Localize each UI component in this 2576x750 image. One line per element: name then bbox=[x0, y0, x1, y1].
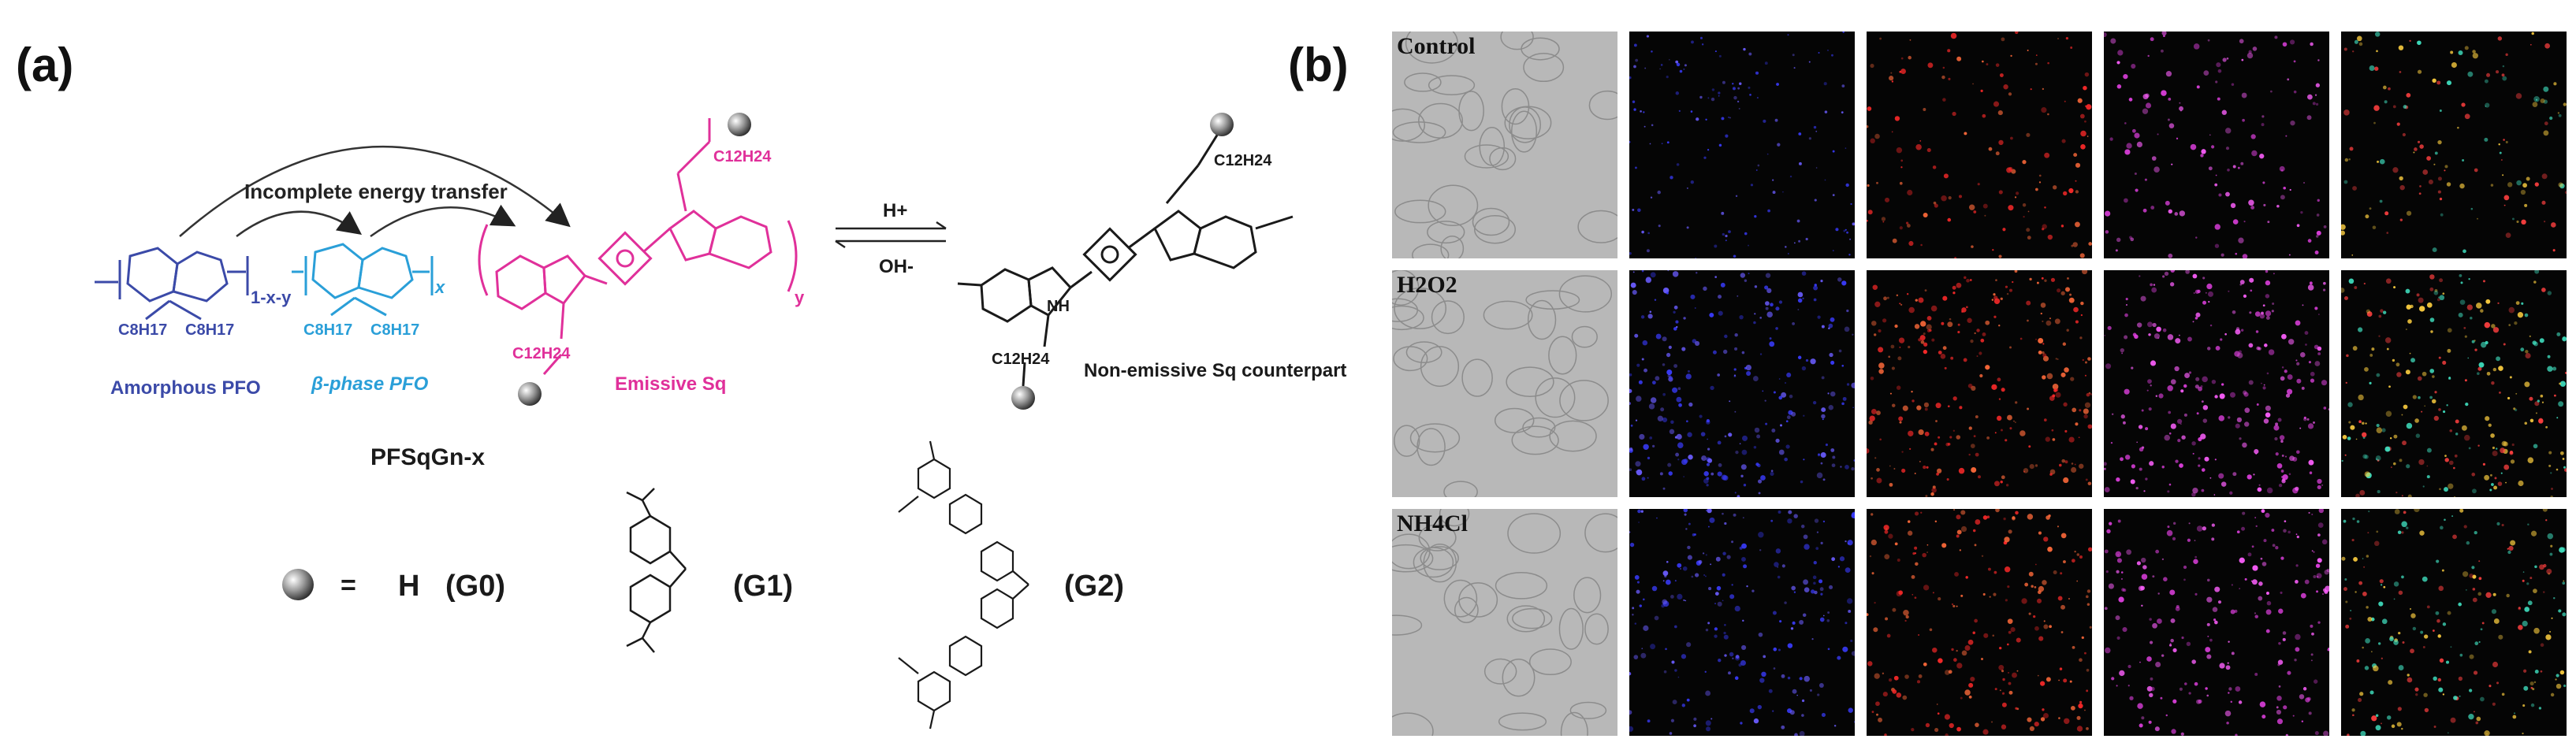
non-emissive-c12h24-top: C12H24 bbox=[1214, 152, 1272, 169]
micrograph-1-blue bbox=[1629, 270, 1855, 497]
dendron-ball-sq-bottom bbox=[518, 382, 542, 406]
amorphous-pfo-label: Amorphous PFO bbox=[110, 377, 261, 399]
acid-label: H+ bbox=[883, 200, 907, 221]
dendron-ball-ns-top bbox=[1210, 113, 1234, 136]
energy-transfer-arrows bbox=[179, 145, 571, 238]
legend-g0: (G0) bbox=[445, 570, 505, 603]
legend-ball bbox=[282, 569, 314, 600]
amorphous-c8h17-right: C8H17 bbox=[185, 321, 234, 339]
micrograph-1-bright-field: H2O2 bbox=[1392, 270, 1617, 497]
g1-carbazole-structure bbox=[626, 488, 687, 653]
micrograph-0-magenta bbox=[2104, 32, 2329, 258]
micrograph-2-red bbox=[1867, 509, 2092, 736]
micrograph-0-bright-field: Control bbox=[1392, 32, 1617, 258]
micrograph-1-merge bbox=[2341, 270, 2567, 497]
beta-c8h17-right: C8H17 bbox=[370, 321, 419, 339]
micrograph-2-bright-field: NH4Cl bbox=[1392, 509, 1617, 736]
polymer-name: PFSqGn-x bbox=[370, 444, 485, 470]
micrograph-2-merge bbox=[2341, 509, 2567, 736]
emissive-sq-label: Emissive Sq bbox=[615, 373, 726, 395]
beta-subscript: x bbox=[434, 277, 445, 297]
non-emissive-sq-structure bbox=[957, 133, 1294, 387]
beta-c8h17-left: C8H17 bbox=[303, 321, 352, 339]
g2-dendron-structure bbox=[898, 440, 1029, 730]
row-label-1: H2O2 bbox=[1397, 272, 1457, 298]
row-label-0: Control bbox=[1397, 33, 1476, 59]
legend-h: H bbox=[398, 570, 419, 603]
sq-subscript: y bbox=[795, 288, 805, 307]
micrograph-1-magenta bbox=[2104, 270, 2329, 497]
non-emissive-c12h24-bottom: C12H24 bbox=[992, 351, 1050, 368]
micrograph-2-blue bbox=[1629, 509, 1855, 736]
sq-c12h24-bottom: C12H24 bbox=[512, 345, 571, 362]
micrograph-0-blue bbox=[1629, 32, 1855, 258]
legend-g2: (G2) bbox=[1064, 570, 1124, 603]
equilibrium-arrows bbox=[835, 221, 947, 249]
micrograph-1-red bbox=[1867, 270, 2092, 497]
dendron-ball-ns-bottom bbox=[1011, 386, 1035, 410]
panel-b-label: (b) bbox=[1288, 39, 1349, 91]
non-emissive-nh: NH bbox=[1047, 298, 1070, 315]
sq-c12h24-top: C12H24 bbox=[713, 148, 772, 165]
amorphous-c8h17-left: C8H17 bbox=[118, 321, 167, 339]
beta-pfo-unit bbox=[292, 243, 434, 317]
base-label: OH- bbox=[879, 256, 914, 277]
panel-a-label: (a) bbox=[16, 39, 74, 91]
amorphous-pfo-unit bbox=[95, 247, 249, 321]
legend-equals: = bbox=[341, 570, 356, 600]
energy-transfer-label: Incomplete energy transfer bbox=[244, 180, 508, 203]
non-emissive-label: Non-emissive Sq counterpart bbox=[1084, 360, 1346, 381]
chemical-scheme: Incomplete energy transfer 1-x-y C8H17 C… bbox=[95, 113, 1346, 730]
amorphous-subscript: 1-x-y bbox=[251, 288, 292, 307]
micrograph-0-red bbox=[1867, 32, 2092, 258]
beta-phase-pfo-label: β-phase PFO bbox=[311, 373, 429, 395]
row-label-2: NH4Cl bbox=[1397, 511, 1468, 537]
micrograph-2-magenta bbox=[2104, 509, 2329, 736]
legend-g1: (G1) bbox=[733, 570, 793, 603]
dendron-ball-sq-top bbox=[728, 113, 751, 136]
emissive-sq-unit bbox=[478, 118, 798, 375]
micrograph-0-merge bbox=[2341, 32, 2567, 258]
